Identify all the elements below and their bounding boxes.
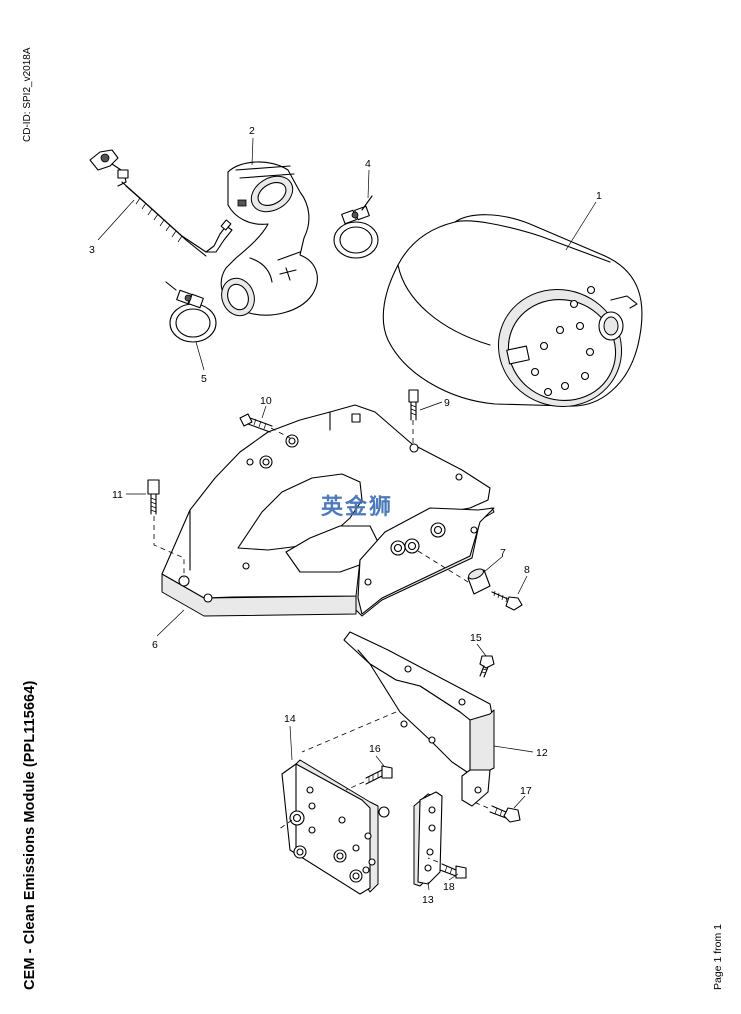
part-15-bolt[interactable] <box>479 655 495 678</box>
callout-3: 3 <box>89 244 95 256</box>
callout-1: 1 <box>596 190 602 202</box>
watermark-logo-text: 英金狮 <box>321 495 394 520</box>
part-6-side-flange[interactable] <box>355 507 495 617</box>
cd-id-label: CD-ID: SPI2_v2018A <box>22 47 33 143</box>
callout-13: 13 <box>422 894 434 906</box>
part-3-temperature-sensor[interactable] <box>89 149 233 257</box>
callout-18: 18 <box>443 881 455 893</box>
callout-10: 10 <box>260 395 272 407</box>
callout-4: 4 <box>365 158 371 170</box>
callout-16: 16 <box>369 743 381 755</box>
assembly-lines <box>153 420 489 863</box>
leader-lines <box>97 137 597 891</box>
callout-numbers: 1 2 3 4 5 6 7 8 9 10 11 12 13 14 15 16 1… <box>89 125 602 906</box>
callout-15: 15 <box>470 632 482 644</box>
part-16-bolt[interactable] <box>365 765 393 785</box>
document-title: CEM - Clean Emissions Module (PPL115664) <box>22 680 38 990</box>
part-18-bolt[interactable] <box>439 863 467 879</box>
part-10-bolt[interactable] <box>239 413 273 433</box>
part-5-hose-clamp[interactable] <box>165 281 217 343</box>
part-8-bolt[interactable] <box>491 590 523 611</box>
part-4-hose-clamp[interactable] <box>333 195 379 259</box>
part-1-cem-canister[interactable] <box>382 214 643 424</box>
part-2-elbow-pipe[interactable] <box>216 161 318 320</box>
callout-2: 2 <box>249 125 255 137</box>
part-12-lower-bracket[interactable] <box>343 631 495 807</box>
part-13-small-plate[interactable] <box>413 791 443 887</box>
page-count-label: Page 1 from 1 <box>712 924 724 990</box>
part-17-bolt[interactable] <box>489 805 521 823</box>
callout-11: 11 <box>112 489 123 501</box>
callout-6: 6 <box>152 639 158 651</box>
callout-14: 14 <box>284 713 296 725</box>
part-14-mounting-block[interactable] <box>281 759 390 895</box>
callout-8: 8 <box>524 564 530 576</box>
callout-9: 9 <box>444 397 450 409</box>
part-7-spacer[interactable] <box>467 567 491 595</box>
part-9-bolt[interactable] <box>408 389 419 421</box>
callout-5: 5 <box>201 373 207 385</box>
callout-7: 7 <box>500 547 506 559</box>
part-11-bolt[interactable] <box>147 479 160 515</box>
callout-12: 12 <box>536 747 548 759</box>
callout-17: 17 <box>520 785 532 797</box>
